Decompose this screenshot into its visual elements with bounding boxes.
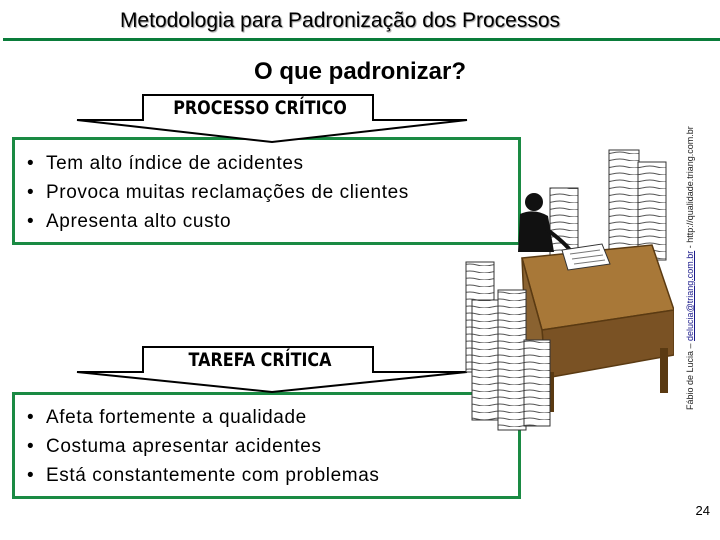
- list-item: Está constantemente com problemas: [27, 461, 379, 490]
- list-item: Costuma apresentar acidentes: [27, 432, 379, 461]
- tarefa-critica-box: Afeta fortemente a qualidade Costuma apr…: [12, 392, 521, 499]
- author-name: Fábio de Lucia –: [685, 340, 695, 410]
- author-site: - http://qualidade.triang.com.br: [685, 126, 695, 251]
- list-item: Tem alto índice de acidentes: [27, 149, 409, 178]
- page-number: 24: [695, 503, 710, 518]
- slide-subtitle: O que padronizar?: [253, 58, 466, 85]
- author-credit: Fábio de Lucia – delucia@triang.com.br -…: [685, 70, 695, 410]
- tarefa-critica-label: TAREFA CRÍTICA: [188, 349, 332, 371]
- list-item: Provoca muitas reclamações de clientes: [27, 178, 409, 207]
- processo-critico-box: Tem alto índice de acidentes Provoca mui…: [12, 137, 521, 245]
- processo-critico-label: PROCESSO CRÍTICO: [173, 97, 347, 119]
- person-at-desk-with-paper-stacks-illustration: [465, 149, 674, 431]
- list-item: Apresenta alto custo: [27, 207, 409, 236]
- list-item: Afeta fortemente a qualidade: [27, 403, 379, 432]
- tarefa-critica-arrow: [76, 346, 468, 394]
- processo-critico-list: Tem alto índice de acidentes Provoca mui…: [27, 149, 409, 236]
- author-email-link[interactable]: delucia@triang.com.br: [685, 250, 695, 341]
- title-divider: [3, 38, 720, 41]
- processo-critico-arrow: [76, 94, 468, 144]
- slide-title: Metodologia para Padronização dos Proces…: [119, 9, 561, 32]
- tarefa-critica-list: Afeta fortemente a qualidade Costuma apr…: [27, 403, 379, 490]
